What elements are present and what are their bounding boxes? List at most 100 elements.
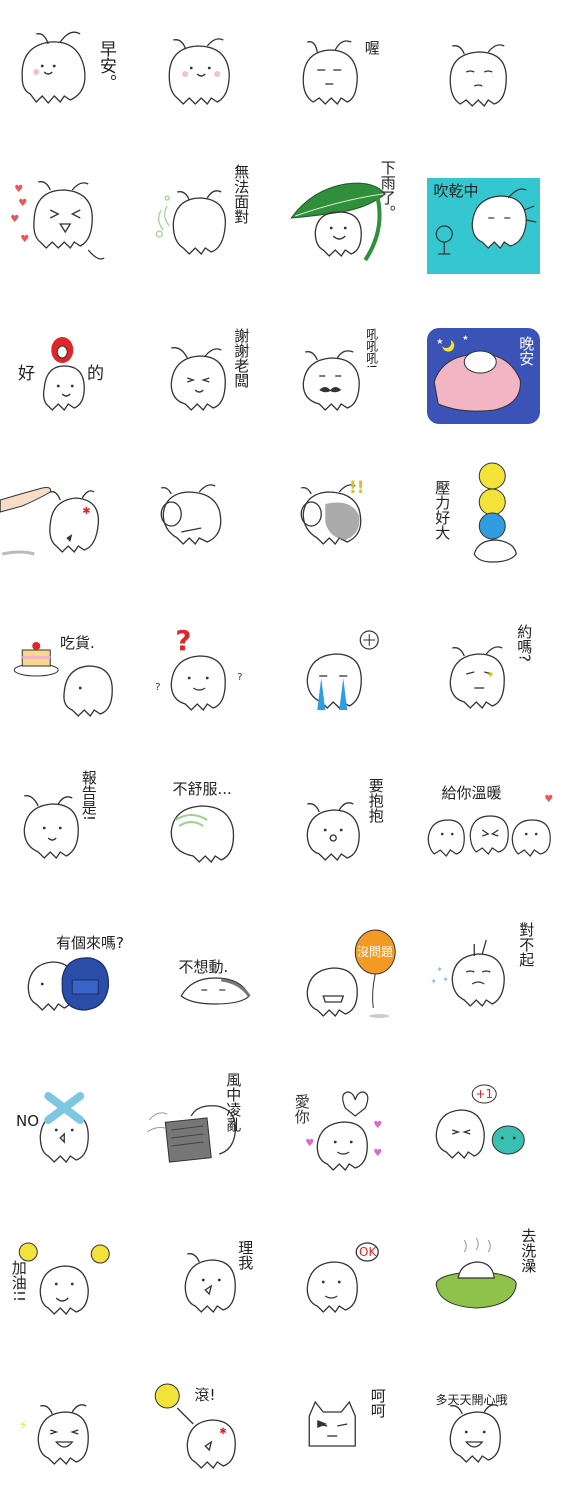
sticker-2[interactable]: [141, 0, 282, 150]
hairball-blush-icon: [168, 38, 230, 106]
caption: 早安。: [95, 40, 116, 91]
sticker-34[interactable]: 理我: [141, 1200, 282, 1350]
sticker-3[interactable]: 喔: [281, 0, 422, 150]
svg-text:♥: ♥: [305, 1138, 314, 1149]
hairball-mask-icon: [308, 1400, 356, 1447]
sticker-21[interactable]: 報告是!: [0, 750, 141, 900]
hairball-peek-icon: [160, 484, 221, 546]
hairball-fan-dryer-icon: [435, 188, 536, 255]
sticker-13[interactable]: ✱: [0, 450, 141, 600]
sticker-16[interactable]: 壓力好大: [422, 450, 562, 600]
hairball-tired-icon: [449, 44, 507, 108]
caption: NO: [16, 1112, 40, 1130]
svg-text:♥: ♥: [20, 234, 29, 245]
sticker-31[interactable]: ♥♥♥ 愛你: [281, 1050, 422, 1200]
sticker-32[interactable]: +1: [422, 1050, 562, 1200]
hairball-date-icon: ✦: [449, 646, 505, 710]
caption: 吃貨.: [60, 634, 95, 652]
sticker-29[interactable]: NO: [0, 1050, 141, 1200]
hairball-love-icon: ♥♥♥: [305, 1091, 382, 1172]
caption: 有個來嗎?: [56, 934, 124, 952]
sticker-36[interactable]: 去洗澡: [422, 1200, 562, 1350]
caption: 壓力好大: [433, 480, 452, 540]
sticker-22[interactable]: 不舒服...: [141, 750, 282, 900]
hairball-laugh-icon: ⚡: [18, 1404, 89, 1466]
hairball-shocked-icon: [300, 484, 362, 546]
sticker-30[interactable]: 風中凌亂: [141, 1050, 282, 1200]
hairball-sleeping-icon: ★★: [433, 334, 521, 412]
caption: 報告是!: [79, 770, 98, 822]
sticker-10[interactable]: 謝謝老闆: [141, 300, 282, 450]
hairball-sorry-icon: ✦✦✦: [430, 939, 505, 1008]
sticker-39[interactable]: 呵呵: [281, 1350, 422, 1500]
sticker-12[interactable]: ★★ 晚安: [422, 300, 562, 450]
caption: 吹乾中: [433, 182, 479, 200]
hairball-plus-one-icon: [435, 1084, 525, 1160]
sticker-25[interactable]: 有個來嗎?: [0, 900, 141, 1050]
hairball-leaf-umbrella-icon: [290, 182, 386, 262]
svg-text:♥: ♥: [14, 184, 23, 195]
hairball-mustache-icon: [302, 350, 360, 412]
hairball-crying-icon: [306, 630, 379, 710]
caption: 沒問題: [357, 945, 394, 959]
caption: 約嗎?: [515, 624, 534, 662]
sticker-37[interactable]: ⚡: [0, 1350, 141, 1500]
sticker-14[interactable]: [141, 450, 282, 600]
svg-text:✱: ✱: [82, 506, 90, 517]
sticker-6[interactable]: 無法面對: [141, 150, 282, 300]
caption: !!: [349, 478, 365, 498]
sticker-40[interactable]: 多天天開心哦: [422, 1350, 562, 1500]
svg-text:♥: ♥: [373, 1120, 382, 1131]
caption: 加油!!: [9, 1260, 28, 1303]
hairball-ok-icon: [306, 1242, 379, 1314]
sticker-27[interactable]: 沒問題: [281, 900, 422, 1050]
svg-text:★: ★: [462, 334, 468, 342]
caption: 晚安: [517, 336, 536, 366]
caption: 對不起: [517, 922, 536, 967]
sticker-24[interactable]: ♥ 給你溫暖: [422, 750, 562, 900]
sticker-19[interactable]: [281, 600, 422, 750]
hairball-hug-icon: [306, 802, 360, 862]
sticker-28[interactable]: ✦✦✦ 對不起: [422, 900, 562, 1050]
sticker-5[interactable]: ♥♥♥♥: [0, 150, 141, 300]
caption: 愛你: [292, 1094, 311, 1124]
sticker-20[interactable]: ✦ 約嗎?: [422, 600, 562, 750]
svg-text:✦: ✦: [442, 975, 449, 984]
caption: 不想動.: [178, 958, 229, 976]
sticker-35[interactable]: OK: [281, 1200, 422, 1350]
caption: 呵呵: [368, 1388, 387, 1418]
sticker-18[interactable]: ? ??: [141, 600, 282, 750]
hairball-happy-hearts-icon: ♥♥♥♥: [10, 181, 105, 260]
svg-text:?: ?: [175, 624, 191, 657]
svg-text:♥: ♥: [10, 214, 19, 225]
sticker-4[interactable]: [422, 0, 562, 150]
caption: 滾!: [194, 1386, 216, 1404]
hairball-turned-away-icon: [155, 190, 226, 256]
svg-text:?: ?: [155, 682, 160, 693]
sticker-23[interactable]: 要抱抱: [281, 750, 422, 900]
svg-text:★: ★: [436, 337, 443, 346]
sticker-8[interactable]: 吹乾中: [422, 150, 562, 300]
caption: 理我: [236, 1240, 255, 1270]
sticker-33[interactable]: 加油!!: [0, 1200, 141, 1350]
sticker-11[interactable]: 吼吼吼!: [281, 300, 422, 450]
sticker-1[interactable]: 早安。: [0, 0, 141, 150]
sticker-15[interactable]: !!: [281, 450, 422, 600]
caption: 風中凌亂: [224, 1072, 243, 1132]
caption: +1: [475, 1087, 494, 1101]
svg-text:?: ?: [237, 672, 242, 683]
caption: 好的: [18, 364, 156, 384]
svg-text:✦: ✦: [436, 965, 443, 974]
sticker-38[interactable]: ✱ 滾!: [141, 1350, 282, 1500]
sticker-26[interactable]: 不想動.: [141, 900, 282, 1050]
hairball-sick-icon: [170, 805, 234, 864]
hairball-ok-sign-icon: [42, 337, 85, 412]
svg-text:♥: ♥: [18, 198, 27, 209]
sticker-17[interactable]: 吃貨.: [0, 600, 141, 750]
sticker-9[interactable]: 好的: [0, 300, 141, 450]
caption: OK: [359, 1245, 377, 1259]
sticker-7[interactable]: 下雨了。: [281, 150, 422, 300]
svg-text:✦: ✦: [486, 670, 494, 681]
hairball-cake-icon: [13, 642, 113, 718]
caption: 不舒服...: [172, 780, 232, 798]
